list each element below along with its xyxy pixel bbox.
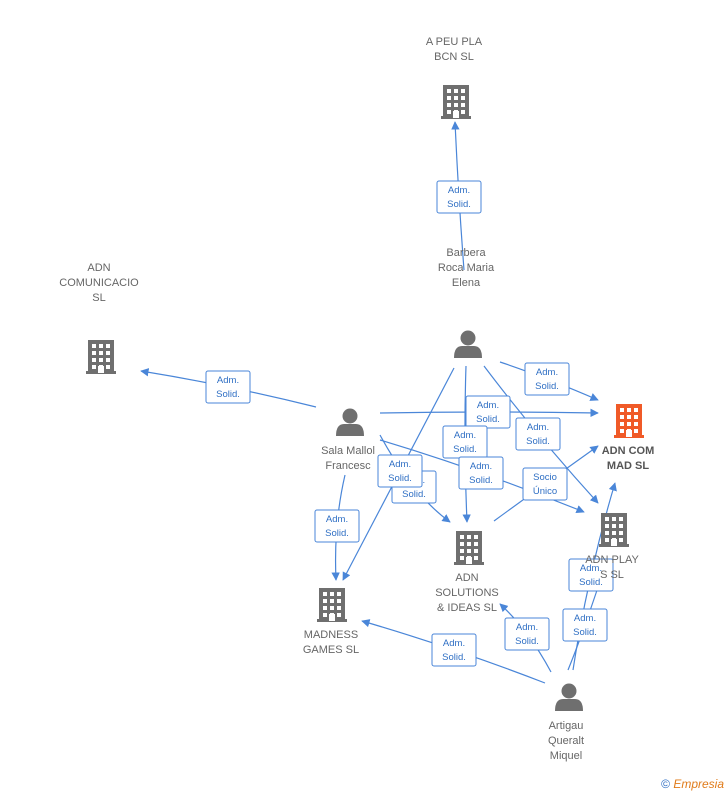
building-icon-adnplay[interactable] [599,513,629,547]
node-label-sala[interactable]: Sala Mallol [321,445,375,457]
edge-label-text: Solid. [453,444,477,455]
copyright-symbol: © [661,777,670,791]
edge-label-text: Socio [533,472,557,483]
edge-label-barbera-to-madness[interactable]: Adm. Solid. [377,454,423,488]
node-label-adnplay[interactable]: ADN PLAY [585,554,639,566]
edge-label-barbera-to-adncom[interactable]: Adm. Solid. [524,362,570,396]
edge-label-text: Solid. [515,636,539,647]
edge-label-barbera-to-adnplay[interactable]: Adm. Solid. [515,417,561,451]
edge-label-text: Adm. [448,185,470,196]
edge-label-text: Adm. [516,622,538,633]
edge-label-sala-to-adncomunicacio[interactable]: Adm. Solid. [205,370,251,404]
edge-label-text: Adm. [326,514,348,525]
footer-credit: © Empresia [661,777,724,791]
node-label-adncomunicacio[interactable]: SL [92,292,105,304]
person-icon-sala[interactable] [336,408,364,437]
node-label-adncomunicacio[interactable]: ADN [87,262,110,274]
node-label-madness[interactable]: MADNESS [304,629,358,641]
edge-label-barbera-to-adnsolutions[interactable]: Adm. Solid. [442,425,488,459]
edge-label-text: Solid. [469,475,493,486]
edge-label-text: Adm. [574,613,596,624]
edge-label-text: Adm. [536,367,558,378]
edge-label-text: Adm. [217,375,239,386]
edge-label-sala-to-adnplay[interactable]: Adm. Solid. [458,456,504,490]
edge-label-text: Único [533,486,557,497]
edge-label-text: Solid. [526,436,550,447]
node-label-barbera[interactable]: Roca Maria [438,262,495,274]
node-label-madness[interactable]: GAMES SL [303,644,359,656]
edge-label-text: Solid. [476,414,500,425]
node-label-barbera[interactable]: Barbera [446,247,486,259]
node-label-adncom[interactable]: MAD SL [607,460,649,472]
edge-label-artigau-to-adnplay[interactable]: Adm. Solid. [562,608,608,642]
node-label-adncomunicacio[interactable]: COMUNICACIO [59,277,139,289]
edge-label-artigau-to-madness[interactable]: Adm. Solid. [431,633,477,667]
building-icon-apeu[interactable] [441,85,471,119]
edge-label-text: Solid. [573,627,597,638]
edge-label-sala-to-madness[interactable]: Adm. Solid. [314,509,360,543]
person-icon-artigau[interactable] [555,683,583,712]
brand-name[interactable]: Empresia [673,777,724,791]
edge-label-text: Solid. [447,199,471,210]
edge-label-text: Adm. [470,461,492,472]
node-label-apeu[interactable]: BCN SL [434,51,474,63]
edge-label-artigau-to-adncom[interactable]: Adm. Solid. [568,558,614,592]
edge-label-sala-to-adncom[interactable]: Adm. Solid. [465,395,511,429]
edge-label-text: Solid. [216,389,240,400]
edge-label-text: Adm. [443,638,465,649]
person-icon-barbera[interactable] [454,330,482,359]
edge-label-text: Adm. [580,563,602,574]
edge-label-text: Solid. [579,577,603,588]
building-icon-adnsolutions[interactable] [454,531,484,565]
edge-label-text: Solid. [442,652,466,663]
edge-label-text: Adm. [454,430,476,441]
node-label-adncom[interactable]: ADN COM [602,445,655,457]
node-label-barbera[interactable]: Elena [452,277,481,289]
edge-label-text: Solid. [325,528,349,539]
node-label-artigau[interactable]: Queralt [548,735,584,747]
node-label-apeu[interactable]: A PEU PLA [426,36,483,48]
node-label-artigau[interactable]: Miquel [550,750,582,762]
node-label-adnplay[interactable]: S SL [600,569,624,581]
node-label-adnsolutions[interactable]: ADN [455,572,478,584]
building-icon-adncomunicacio[interactable] [86,340,116,374]
node-label-artigau[interactable]: Artigau [549,720,584,732]
edge-label-text: Solid. [388,473,412,484]
node-label-sala[interactable]: Francesc [325,460,371,472]
edge-label-text: Solid. [535,381,559,392]
edge-label-text: Solid. [402,489,426,500]
edge-label-text: Adm. [527,422,549,433]
node-label-adnsolutions[interactable]: & IDEAS SL [437,602,497,614]
node-label-adnsolutions[interactable]: SOLUTIONS [435,587,499,599]
building-icon-adncom[interactable] [614,404,644,438]
edge-label-text: Adm. [389,459,411,470]
edge-label-artigau-to-adnsolutions[interactable]: Adm. Solid. [504,617,550,651]
building-icon-madness[interactable] [317,588,347,622]
edge-label-text: Adm. [477,400,499,411]
edge-label-barbera-to-apeu[interactable]: Adm. Solid. [436,180,482,214]
